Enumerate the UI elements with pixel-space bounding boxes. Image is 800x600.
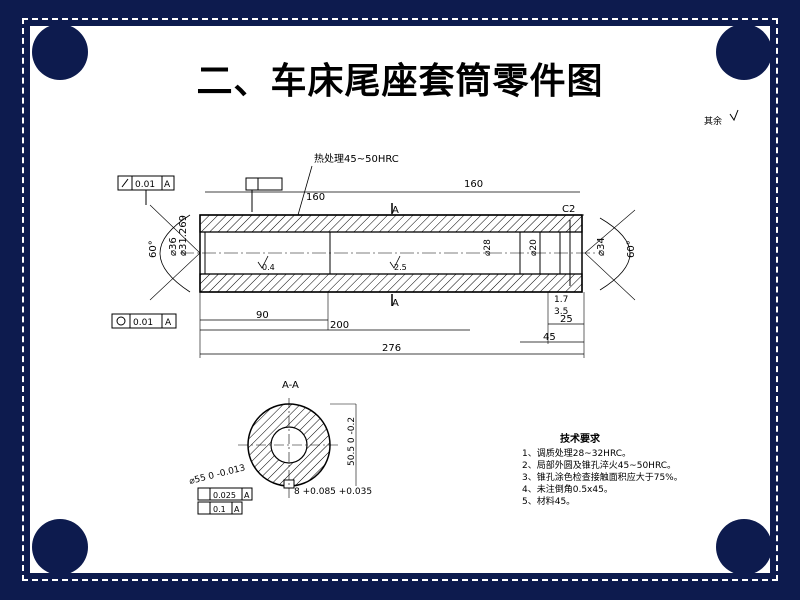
dim-90: 90 (256, 310, 269, 321)
sleeve-section (180, 214, 600, 293)
corner-decoration (32, 26, 88, 80)
dia-34: ⌀34 (596, 237, 607, 256)
dim-3-5: 3.5 (554, 307, 568, 317)
angle-left: 60° (148, 240, 159, 258)
dim-200: 200 (330, 320, 349, 331)
dia-31: ⌀31.269 (178, 215, 189, 256)
tech-item: 3、锥孔涂色检查接触面积应大于75%。 (522, 471, 683, 483)
dim-276: 276 (382, 343, 401, 354)
roughness-symbol-icon (729, 109, 739, 122)
slide-background (30, 26, 770, 573)
section-mark-bottom: A (392, 298, 399, 309)
dim-160-left: 160 (306, 192, 325, 203)
svg-text:A: A (244, 491, 250, 500)
tech-item: 2、局部外圆及锥孔淬火45~50HRC。 (522, 459, 676, 471)
dim-160-right: 160 (464, 179, 483, 190)
corner-decoration (32, 519, 88, 573)
dia-28: ⌀28 (483, 239, 493, 256)
svg-text:A: A (164, 180, 171, 190)
svg-text:0.01: 0.01 (133, 318, 153, 328)
roughness-symbol-icon (389, 255, 401, 269)
svg-text:0.025: 0.025 (213, 491, 236, 500)
technical-requirements: 技术要求 1、调质处理28~32HRC。 2、局部外圆及锥孔淬火45~50HRC… (522, 432, 683, 507)
section-mark-top: A (392, 205, 399, 216)
chamfer-label: C2 (562, 204, 575, 215)
svg-text:技术要求: 技术要求 (560, 432, 601, 445)
dia-36: ⌀36 (168, 237, 179, 256)
corner-decoration (716, 519, 770, 573)
dashed-border (22, 18, 778, 581)
roughness-note: 其余 (704, 115, 722, 127)
section-tolerance-1: 0.025 A (197, 487, 253, 501)
section-tolerance-2: 0.1 A (197, 501, 243, 515)
roughness-left: 0.4 (262, 263, 275, 272)
svg-text:0.1: 0.1 (213, 505, 226, 514)
tolerance-frame-top: 0.01 A (117, 175, 175, 205)
dim-25: 25 (560, 314, 573, 325)
tolerance-frame-top-mid (245, 177, 283, 212)
svg-text:A: A (165, 318, 172, 328)
roughness-symbol-icon (257, 255, 269, 269)
section-dim-50: 50.5 0 -0.2 (347, 417, 357, 466)
tech-item: 5、材料45。 (522, 495, 575, 507)
svg-text:A: A (234, 505, 240, 514)
section-diameter: ⌀55 0 -0.013 (188, 463, 246, 487)
dim-1-7: 1.7 (554, 295, 568, 305)
heat-treatment-note: 热处理45~50HRC (314, 152, 399, 165)
section-view (238, 398, 340, 500)
slide-title: 二、车床尾座套筒零件图 (196, 61, 604, 102)
tech-item: 1、调质处理28~32HRC。 (522, 447, 631, 459)
section-dim-8: 8 +0.085 +0.035 (294, 487, 372, 497)
svg-text:0.01: 0.01 (135, 180, 155, 190)
tolerance-frame-bottom: 0.01 A (111, 313, 177, 329)
dim-45: 45 (543, 332, 556, 343)
roughness-mid: 2.5 (394, 263, 407, 272)
angle-right: 60° (626, 240, 637, 258)
dia-20: ⌀20 (529, 239, 539, 256)
tech-item: 4、未注倒角0.5x45。 (522, 483, 613, 495)
corner-decoration (716, 26, 770, 80)
section-title: A-A (282, 380, 299, 391)
